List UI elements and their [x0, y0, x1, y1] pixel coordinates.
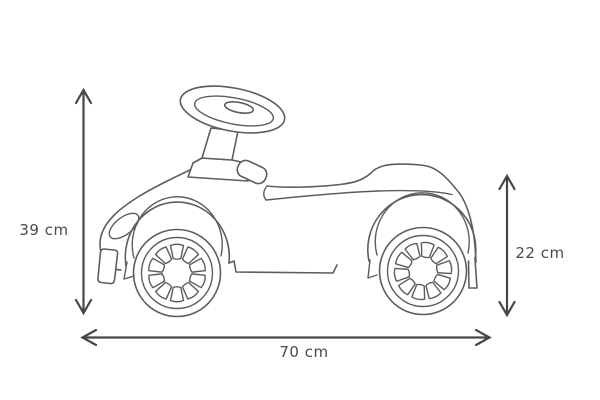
- rear-height-dimension: 22 cm: [498, 173, 564, 318]
- rear-height-dimension-arrow: [498, 173, 516, 318]
- steering-wheel-rim-inner: [193, 95, 275, 127]
- steering-wheel-hub: [223, 101, 255, 114]
- car-rear-seatback-outline: [266, 163, 477, 263]
- rear-height-dimension-label: 22 cm: [515, 244, 564, 262]
- rear-wheel: [378, 226, 468, 316]
- front-wheel: [132, 228, 222, 318]
- rear-fender-inner-arch: [374, 192, 470, 256]
- rear-fender: [367, 192, 478, 289]
- rear-fender-outer-arch: [367, 193, 477, 262]
- height-dimension: 39 cm: [19, 87, 93, 316]
- height-dimension-label: 39 cm: [19, 221, 68, 239]
- front-fender-inner-arch: [131, 196, 223, 259]
- rear-rim: [386, 234, 460, 308]
- rear-tire: [378, 226, 468, 316]
- length-dimension-label: 70 cm: [279, 343, 328, 361]
- steering-assembly: [179, 85, 286, 185]
- front-fender-foot: [123, 261, 135, 280]
- front-fender-outer-arch: [124, 201, 231, 267]
- front-tire: [132, 228, 222, 318]
- car-underbody-line: [228, 260, 338, 274]
- car-side-character-line: [265, 189, 453, 201]
- front-wheel-spokes: [146, 243, 208, 303]
- height-dimension-arrow: [74, 87, 93, 316]
- front-rim: [140, 236, 214, 310]
- steering-column: [201, 127, 239, 161]
- rear-lower-panel: [467, 258, 478, 289]
- front-bumper: [97, 248, 119, 285]
- rear-fender-foot: [367, 259, 378, 279]
- ride-on-car-illustration: [97, 85, 478, 318]
- length-dimension-arrow: [80, 328, 492, 347]
- length-dimension: 70 cm: [80, 328, 492, 361]
- front-fender: [123, 196, 231, 280]
- rear-wheel-spokes: [392, 240, 454, 302]
- dash-grip: [236, 159, 268, 185]
- car-seat-front-edge: [263, 185, 268, 201]
- headlight: [108, 212, 140, 240]
